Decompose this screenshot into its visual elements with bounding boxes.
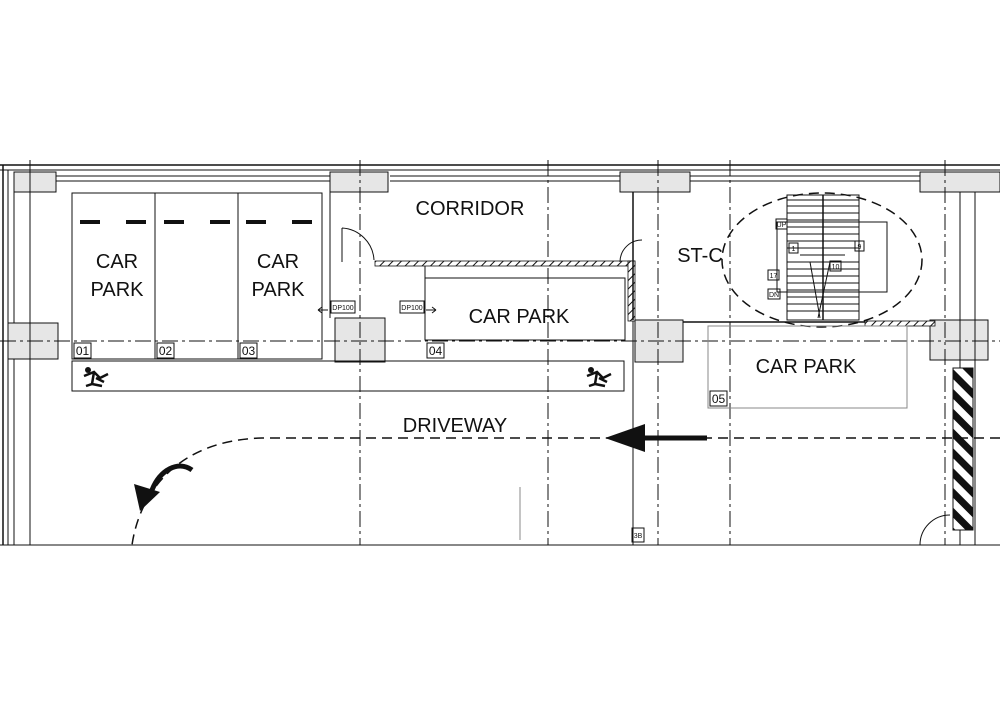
stair-tag-dn: DN	[769, 292, 779, 299]
pedestrian-walkway	[71, 360, 625, 392]
section-marker-label: 3B	[634, 533, 643, 540]
door-tags: DP100 DP100	[317, 300, 437, 314]
stair-tag-up: UP	[777, 222, 787, 229]
door-swing-right	[919, 514, 951, 546]
corridor-walls	[329, 192, 643, 341]
bay-number-01: 01	[76, 344, 90, 358]
pedestrian-icon-right	[586, 367, 612, 388]
car-park-label-1: CAR	[96, 251, 138, 273]
stair-tags: UP 1 9 10 17 DN	[767, 218, 865, 300]
stair-tag-9: 9	[858, 244, 862, 251]
car-park-label-1b: PARK	[91, 279, 145, 301]
corridor-label: CORRIDOR	[416, 198, 525, 220]
door-tag-2: DP100	[401, 305, 423, 312]
stair-label: ST-C	[677, 245, 723, 267]
outer-wall	[0, 164, 1000, 545]
bay-number-tags: 01 02 03 04 05	[73, 342, 728, 407]
stair-tag-17: 17	[770, 273, 778, 280]
door-tag-1: DP100	[332, 305, 354, 312]
car-park-center-label: CAR PARK	[469, 306, 570, 328]
turn-arrow-icon	[134, 463, 194, 511]
stair-core	[632, 192, 936, 328]
car-park-right-bay	[707, 325, 908, 409]
stair-tag-1: 1	[792, 246, 796, 253]
pedestrian-icon-left	[83, 367, 109, 388]
bay-number-03: 03	[242, 344, 256, 358]
direction-arrow-icon	[605, 424, 707, 452]
bay-number-04: 04	[429, 344, 443, 358]
bay-number-02: 02	[159, 344, 173, 358]
car-park-right-label: CAR PARK	[756, 356, 857, 378]
parking-bays-left	[71, 192, 323, 360]
driveway-centerline	[131, 437, 1000, 546]
section-marker: 3B	[631, 527, 645, 543]
bay-number-05: 05	[712, 392, 726, 406]
car-park-label-2b: PARK	[252, 279, 306, 301]
hazard-stripe-post	[952, 367, 974, 531]
car-park-label-2: CAR	[257, 251, 299, 273]
stair-tag-10: 10	[832, 264, 840, 271]
driveway-label: DRIVEWAY	[403, 415, 507, 437]
